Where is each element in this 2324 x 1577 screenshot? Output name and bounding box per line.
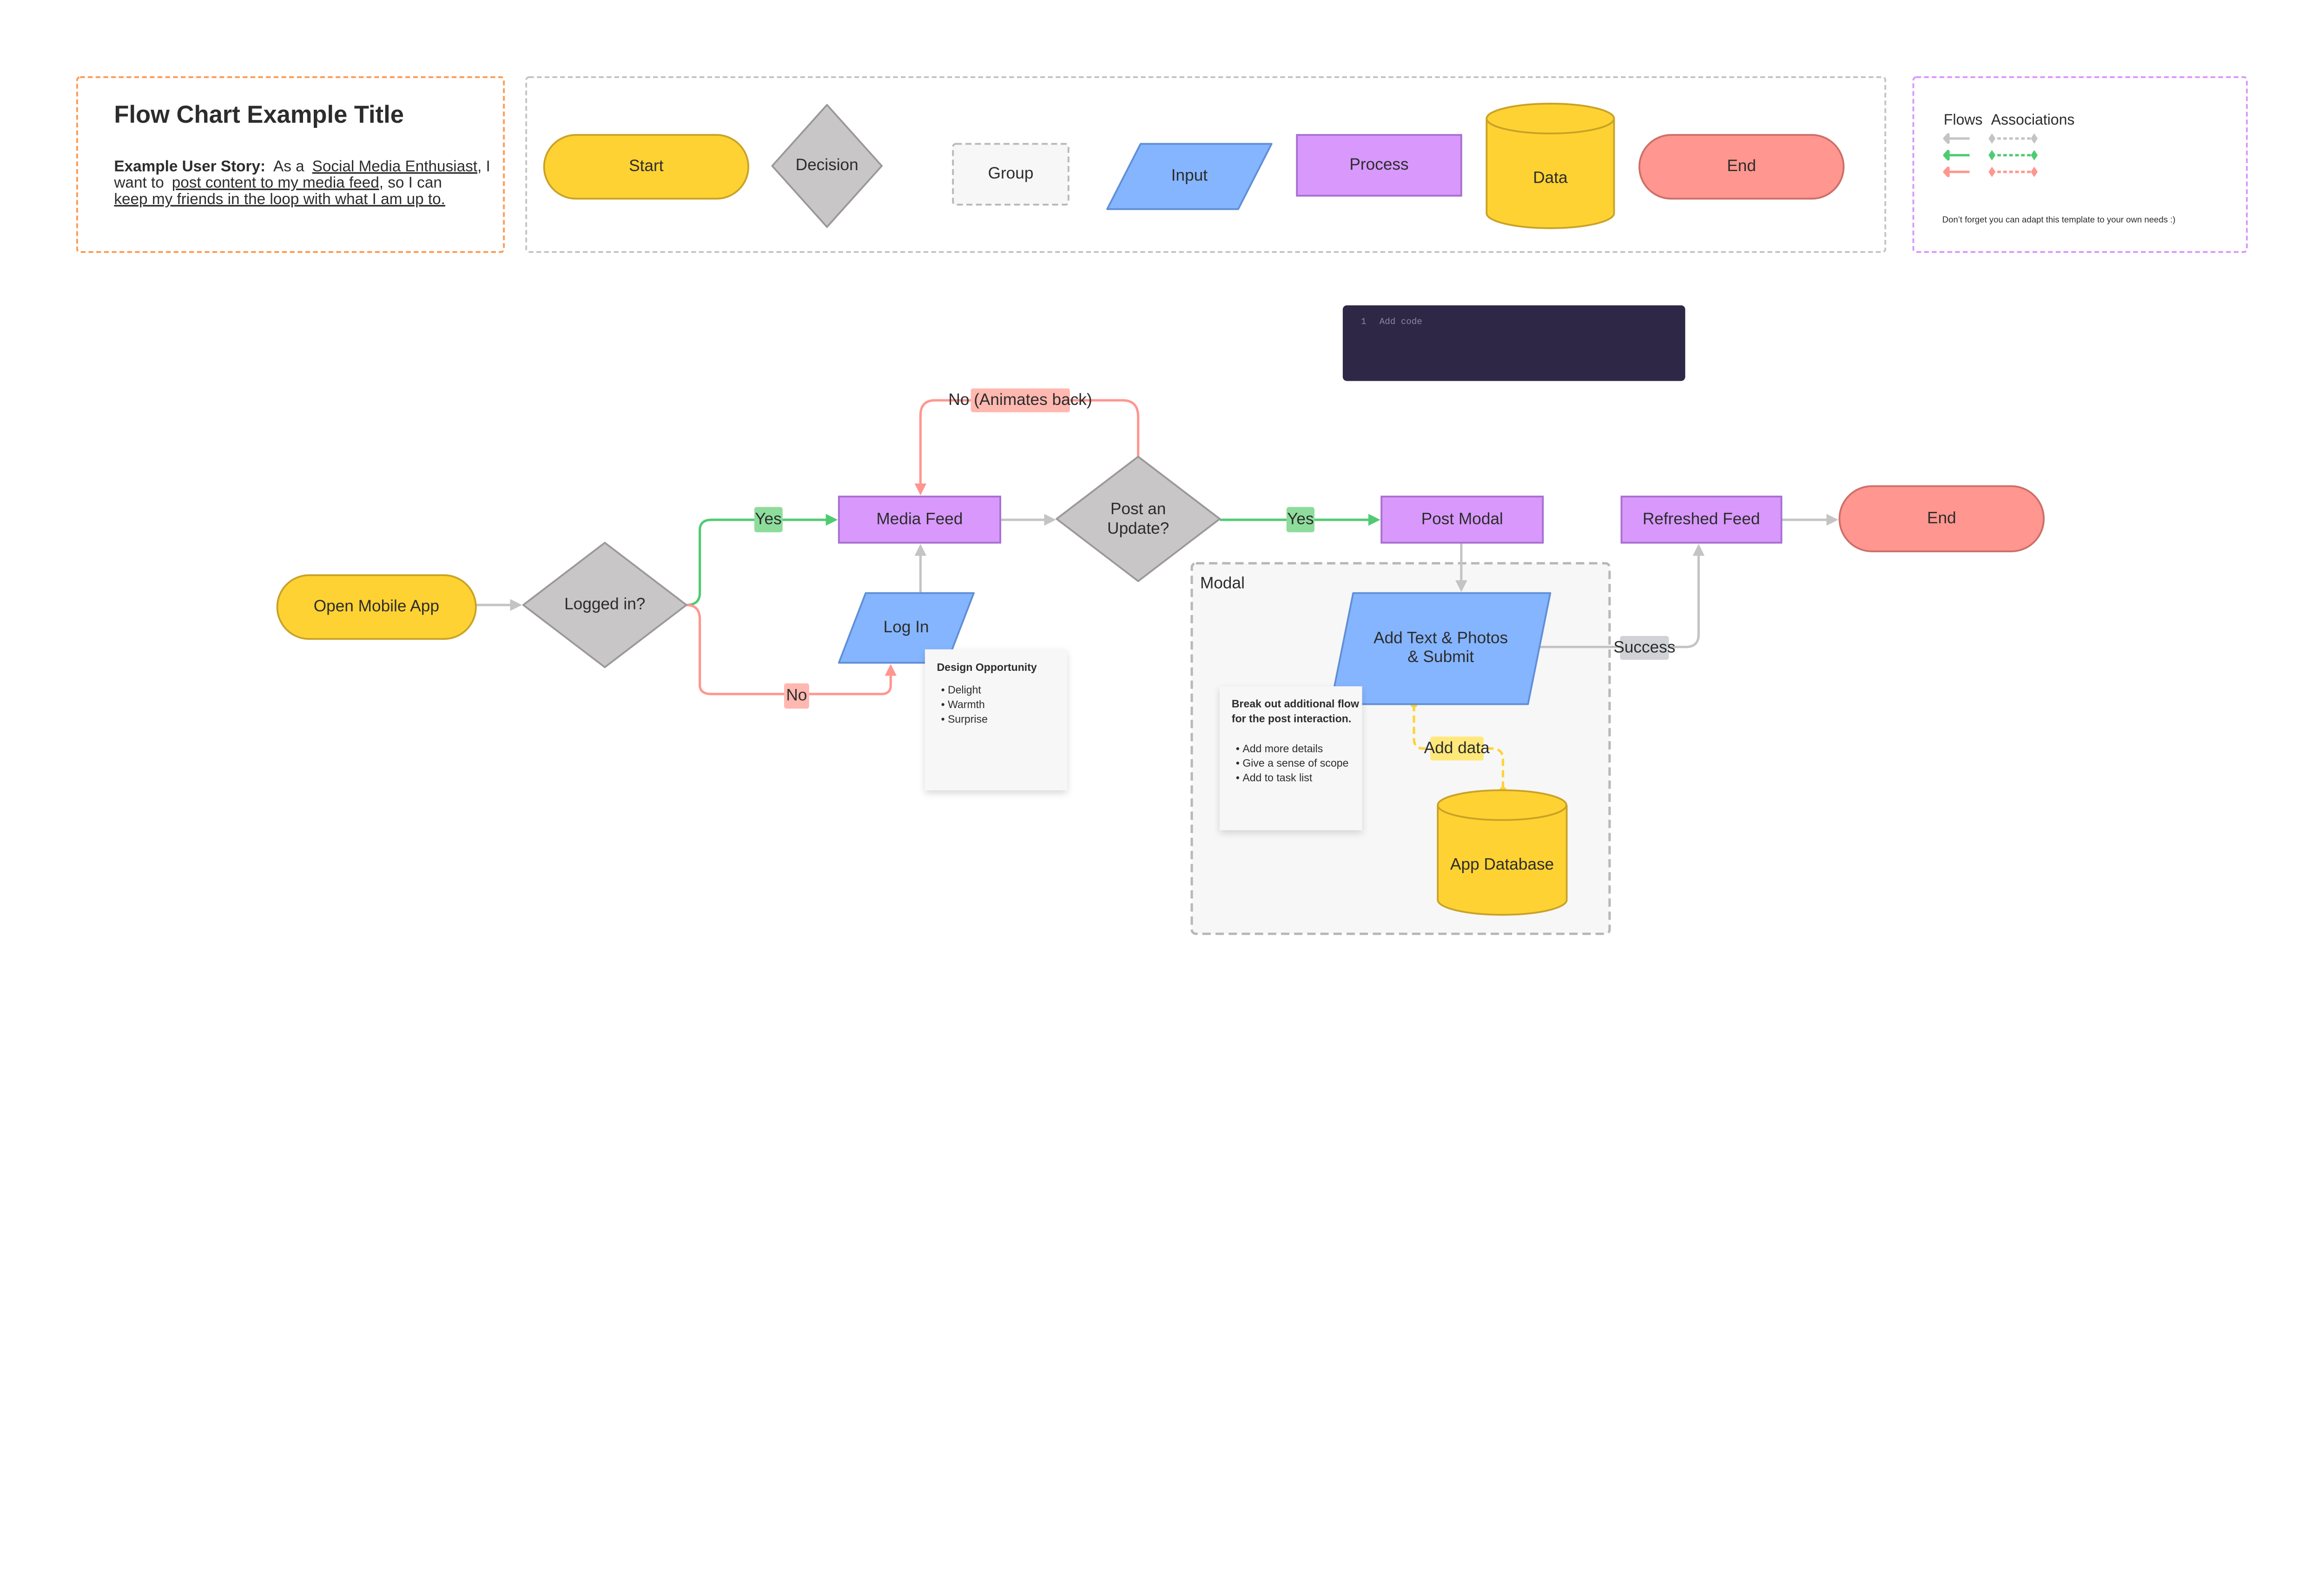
shape-legend: Start Decision Group Input Process Data …	[525, 76, 1887, 253]
note-design-opportunity[interactable]: Design Opportunity • Delight • Warmth • …	[924, 649, 1067, 790]
flow-line-grey	[1943, 133, 1970, 144]
user-story-line-3: keep my friends in the loop with what I …	[114, 191, 445, 208]
title-card: Flow Chart Example Title Example User St…	[76, 76, 505, 253]
user-story-line-2: want to post content to my media feed, s…	[113, 174, 442, 192]
label-no-animates-back: No (Animates back)	[948, 388, 1092, 412]
association-line-grey	[1988, 133, 2038, 144]
svg-text:No (Animates back): No (Animates back)	[948, 391, 1092, 409]
node-media-feed[interactable]: Media Feed	[838, 496, 1002, 544]
code-line-number: 1	[1361, 317, 1367, 327]
svg-text:Media Feed: Media Feed	[876, 510, 963, 528]
flows-heading: Flows	[1944, 111, 1983, 128]
legend-start-label: Start	[629, 157, 664, 175]
label-yes-logged-in: Yes	[754, 507, 783, 532]
user-story-line-1: Example User Story: As a Social Media En…	[114, 158, 490, 175]
note-title: Design Opportunity	[937, 661, 1037, 673]
svg-text:Yes: Yes	[755, 510, 781, 528]
note-bullet: • Add to task list	[1236, 772, 1313, 784]
note-bullet: • Delight	[941, 684, 982, 696]
flow-line-green	[1943, 150, 1970, 161]
label-add-data: Add data	[1424, 736, 1490, 761]
svg-text:Logged in?: Logged in?	[564, 595, 645, 613]
associations-heading: Associations	[1991, 111, 2075, 128]
svg-text:Post Modal: Post Modal	[1421, 510, 1503, 528]
legend-input-shape[interactable]: Input	[1106, 143, 1273, 210]
note-bullet: • Warmth	[941, 698, 985, 710]
legend-end-label: End	[1727, 157, 1756, 175]
label-no-logged-in: No	[784, 683, 809, 709]
note-title: Break out additional flow	[1232, 698, 1359, 710]
legend-decision-label: Decision	[796, 156, 858, 174]
svg-text:Yes: Yes	[1287, 510, 1314, 528]
legend-start-shape[interactable]: Start	[543, 134, 749, 200]
node-post-modal[interactable]: Post Modal	[1380, 496, 1544, 544]
node-open-mobile-app[interactable]: Open Mobile App	[276, 574, 477, 640]
svg-text:End: End	[1927, 509, 1956, 527]
svg-text:Open Mobile App: Open Mobile App	[314, 597, 439, 615]
note-bullet: • Add more details	[1236, 742, 1323, 755]
note-break-out-flow[interactable]: Break out additional flow for the post i…	[1220, 686, 1362, 830]
flow-line-red	[1943, 166, 1970, 178]
svg-text:& Submit: & Submit	[1407, 648, 1474, 666]
code-placeholder[interactable]: Add code	[1380, 317, 1422, 327]
legend-group-shape[interactable]: Group	[952, 143, 1070, 206]
node-refreshed-feed[interactable]: Refreshed Feed	[1620, 496, 1783, 544]
legend-data-shape[interactable]: Data	[1486, 103, 1615, 229]
svg-text:Success: Success	[1613, 638, 1675, 656]
connector-yes-to-media-feed	[686, 514, 838, 606]
connector-no-to-login	[686, 603, 897, 696]
connector-success-to-refreshed-feed	[1526, 543, 1705, 649]
story-label: Example User Story:	[114, 158, 265, 175]
flowchart-canvas: Flow Chart Example Title Example User St…	[76, 76, 2248, 935]
node-app-database[interactable]: App Database	[1437, 789, 1568, 916]
node-logged-in-decision[interactable]: Logged in?	[522, 542, 687, 669]
note-bullet: • Surprise	[941, 713, 988, 725]
association-line-green	[1988, 150, 2038, 160]
legend-data-label: Data	[1533, 169, 1568, 187]
legend-process-shape[interactable]: Process	[1296, 134, 1462, 197]
association-line-red	[1988, 166, 2038, 177]
node-post-update-decision[interactable]: Post an Update?	[1056, 456, 1221, 582]
svg-text:App Database: App Database	[1450, 855, 1554, 874]
svg-text:Log In: Log In	[884, 618, 929, 636]
line-legend: Flows Associations Don’t forget you can …	[1912, 76, 2248, 253]
legend-process-label: Process	[1349, 155, 1408, 173]
svg-text:Add Text & Photos: Add Text & Photos	[1373, 629, 1508, 647]
legend-note: Don’t forget you can adapt this template…	[1942, 215, 2176, 225]
page-title: Flow Chart Example Title	[114, 101, 404, 128]
svg-text:Refreshed Feed: Refreshed Feed	[1643, 510, 1760, 528]
connector-no-animates-back	[914, 399, 1140, 496]
svg-text:Post an: Post an	[1110, 500, 1166, 518]
node-end[interactable]: End	[1838, 485, 2045, 552]
svg-text:Update?: Update?	[1107, 519, 1169, 537]
label-yes-post: Yes	[1286, 507, 1315, 532]
svg-text:No: No	[786, 686, 807, 704]
note-bullet: • Give a sense of scope	[1236, 757, 1349, 769]
label-success: Success	[1613, 636, 1675, 660]
legend-input-label: Input	[1171, 166, 1208, 185]
legend-group-label: Group	[988, 164, 1034, 182]
legend-decision-shape[interactable]: Decision	[771, 104, 883, 228]
svg-text:Add data: Add data	[1424, 739, 1490, 757]
note-title: for the post interaction.	[1232, 713, 1351, 725]
code-block[interactable]: 1 Add code	[1342, 305, 1685, 381]
modal-group-label: Modal	[1200, 574, 1245, 592]
node-log-in[interactable]: Log In	[838, 592, 975, 664]
node-add-text-photos[interactable]: Add Text & Photos & Submit	[1330, 592, 1552, 705]
legend-end-shape[interactable]: End	[1638, 134, 1845, 200]
